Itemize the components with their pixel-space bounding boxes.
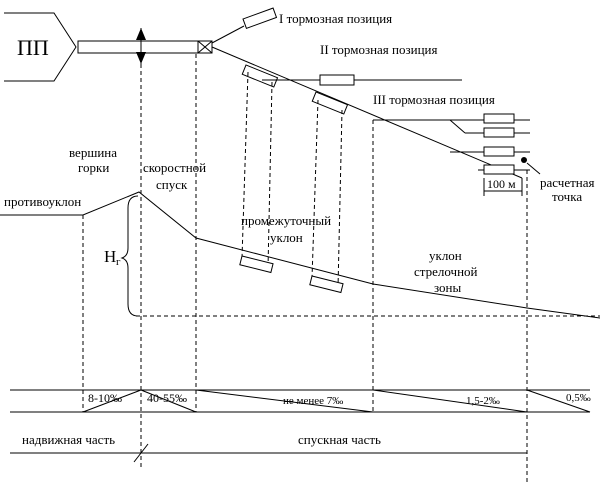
mid-label-1: промежуточный — [241, 213, 331, 228]
reference-lines — [82, 54, 528, 483]
brake-retarder-iii-2 — [483, 127, 515, 138]
grade-diag-1 — [82, 389, 142, 413]
ref-retarder-2a-right — [267, 81, 273, 269]
ref-retarder-2b-left — [311, 99, 319, 279]
grade-diag-5 — [526, 389, 591, 413]
brake-retarder-ii — [319, 74, 355, 86]
calc-point-marker — [521, 157, 527, 163]
grade-value-1: 8-10‰ — [88, 391, 122, 405]
switch-cross-b — [197, 40, 213, 54]
down-section-label: спускная часть — [298, 432, 381, 447]
grade-value-4: 1,5-2‰ — [466, 395, 500, 407]
grade-diag-4 — [372, 389, 528, 413]
grade-diag-3 — [195, 389, 374, 413]
profile-retarder-2 — [309, 275, 344, 294]
grade-diag-2 — [140, 389, 197, 413]
profile-line — [0, 191, 600, 319]
grade-value-3: не менее 7‰ — [283, 395, 343, 407]
sections: надвижная часть спускная часть — [10, 432, 527, 463]
fast-label-2: спуск — [156, 177, 188, 192]
grade-value-2: 40-55‰ — [147, 391, 187, 405]
brake-retarder-iii-1 — [483, 113, 515, 124]
grade-table: 8-10‰ 40-55‰ не менее 7‰ 1,5-2‰ 0,5‰ — [10, 389, 591, 413]
summit-label-1: вершина — [69, 145, 117, 160]
main-descending-track — [211, 46, 523, 179]
switch-label-3: зоны — [434, 280, 462, 295]
calc-point-label-1: расчетная — [540, 175, 594, 190]
summit-arrow-up — [136, 28, 146, 40]
height-brace — [120, 195, 139, 317]
summit-label-2: горки — [78, 160, 109, 175]
calc-point-label-2: точка — [552, 189, 582, 204]
approach-track — [77, 40, 199, 54]
profile-retarder-1 — [239, 255, 274, 274]
pp-label: ПП — [17, 35, 49, 60]
mid-label-2: уклон — [270, 230, 303, 245]
pos2-label: II тормозная позиция — [320, 42, 438, 57]
track-plan: ПП I тормозная позиция II тормозная пози… — [4, 7, 594, 204]
brake-retarder-2a — [241, 64, 279, 88]
pos1-label: I тормозная позиция — [279, 11, 392, 26]
ref-retarder-2b-right — [337, 109, 343, 289]
summit-arrow-down — [136, 52, 146, 64]
counter-label: противоуклон — [4, 194, 81, 209]
brake-retarder-2b — [311, 91, 349, 115]
profile: H г вершина горки скоростной спуск проти… — [0, 145, 600, 319]
switch-label-2: стрелочной — [414, 264, 478, 279]
brake-retarder-iii-4 — [483, 164, 515, 175]
hg-label: H — [104, 247, 116, 266]
push-section-label: надвижная часть — [22, 432, 115, 447]
pos3-label: III тормозная позиция — [373, 92, 495, 107]
fast-label-1: скоростной — [143, 160, 206, 175]
ref-retarder-2a-left — [241, 71, 249, 259]
switch-label-1: уклон — [429, 248, 462, 263]
brake-retarder-iii-3 — [483, 146, 515, 157]
grade-value-5: 0,5‰ — [566, 392, 591, 404]
dist-label: 100 м — [487, 177, 516, 191]
hg-subscript: г — [116, 256, 121, 268]
calc-point-leader — [526, 162, 541, 175]
pp-arrow-shape — [4, 12, 77, 82]
branch-track-1 — [211, 25, 245, 44]
sections-divider-tick — [133, 443, 149, 463]
track-iii-b-lead — [449, 119, 466, 134]
brake-retarder-1 — [242, 7, 278, 30]
